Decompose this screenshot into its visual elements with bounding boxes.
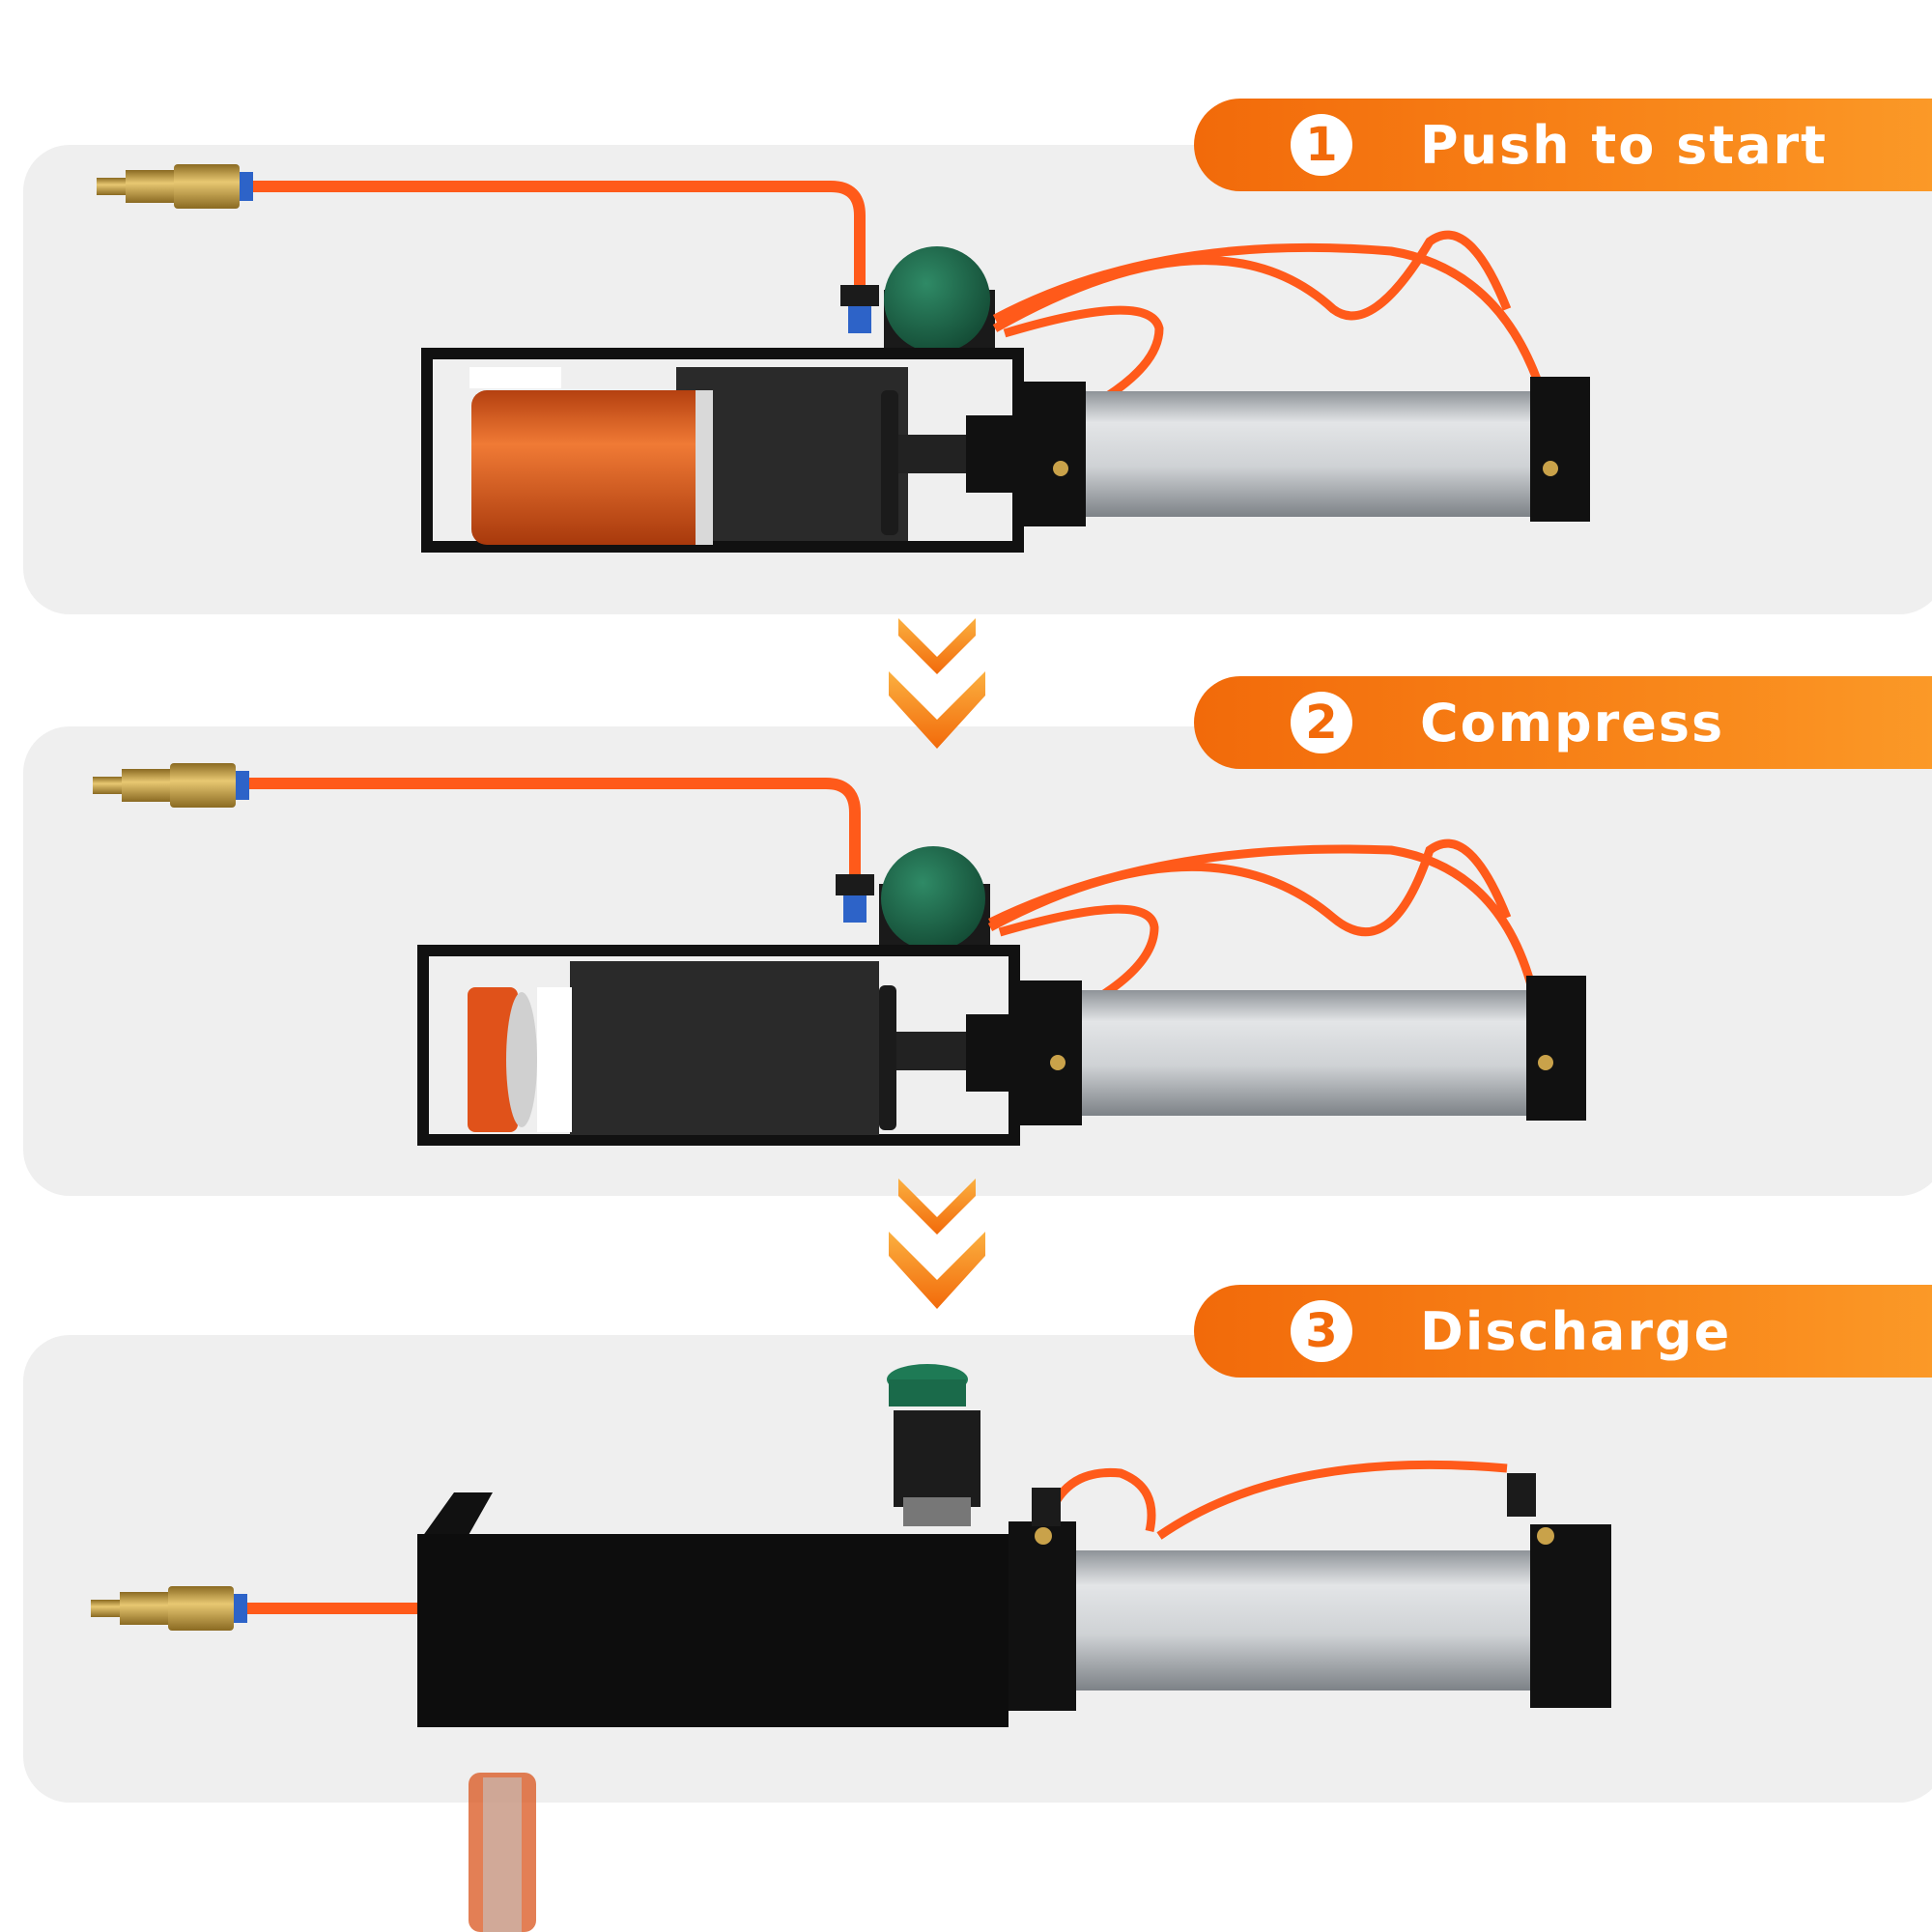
- step-2-badge: 2 Compress: [1194, 676, 1932, 769]
- step-3-machine: [91, 1364, 1611, 1932]
- down-arrow-icon: [889, 618, 985, 749]
- step-1-machine: [97, 164, 1590, 553]
- step-1-number: 1: [1291, 114, 1352, 176]
- step-3-badge: 3 Discharge: [1194, 1285, 1932, 1378]
- step-2-machine: [93, 763, 1586, 1146]
- step-2-panel: [23, 726, 1932, 1196]
- step-1-panel: [23, 145, 1932, 614]
- step-3-label: Discharge: [1420, 1300, 1732, 1362]
- step-1-label: Push to start: [1420, 114, 1828, 176]
- step-2-label: Compress: [1420, 692, 1725, 753]
- step-3-number: 3: [1291, 1300, 1352, 1362]
- down-arrow-icon: [889, 1179, 985, 1309]
- step-1-badge: 1 Push to start: [1194, 99, 1932, 191]
- step-2-number: 2: [1291, 692, 1352, 753]
